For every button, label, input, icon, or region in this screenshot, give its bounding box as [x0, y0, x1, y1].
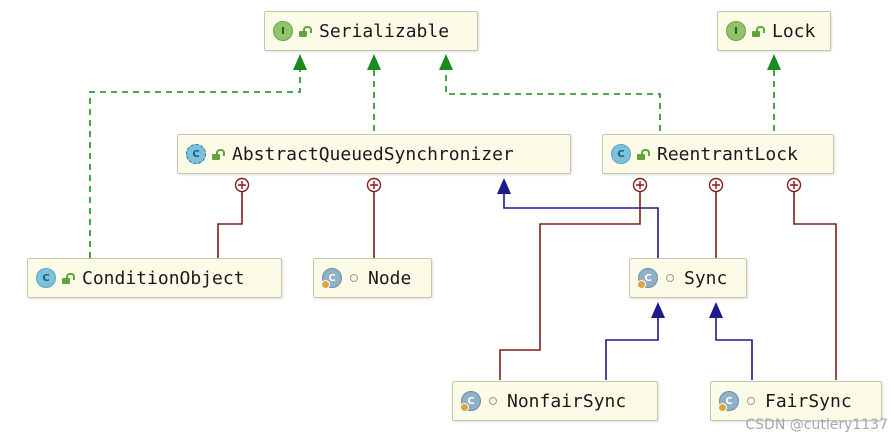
node-reentrant-lock-label: ReentrantLock [657, 143, 798, 165]
node-sync-label: Sync [684, 267, 728, 289]
node-fair-sync-label: FairSync [765, 390, 852, 412]
static-class-icon: C [718, 391, 739, 412]
arrowhead-serializable-left [293, 54, 307, 70]
node-aqs-label: AbstractQueuedSynchronizer [232, 143, 514, 165]
watermark: CSDN @cutlery1137 [745, 417, 888, 433]
public-visibility-icon [299, 25, 312, 37]
class-icon: C [36, 268, 56, 288]
interface-icon: I [273, 21, 293, 41]
inner-class-marker-reentrantlock-right [786, 177, 802, 193]
static-class-icon: C [321, 268, 342, 289]
node-serializable-label: Serializable [319, 20, 450, 42]
static-abstract-class-icon: C [637, 268, 658, 289]
class-icon: C [611, 144, 631, 164]
node-fair-sync[interactable]: C FairSync [710, 381, 882, 421]
edge-fairsync-extends-sync [715, 318, 753, 380]
arrowhead-aqs [497, 178, 511, 194]
node-node[interactable]: C Node [313, 258, 432, 298]
edge-fairsync-inner-of-reentrantlock [793, 192, 837, 380]
node-sync[interactable]: C Sync [629, 258, 747, 298]
edge-sync-extends-aqs [503, 194, 659, 258]
node-condition-object-label: ConditionObject [82, 267, 245, 289]
node-lock[interactable]: I Lock [717, 11, 831, 51]
node-nonfair-sync-label: NonfairSync [507, 390, 627, 412]
arrowhead-sync-left [651, 302, 665, 318]
edge-conditionobject-inner-of-aqs [217, 192, 243, 258]
public-visibility-icon [212, 148, 225, 160]
edge-nonfairsync-extends-sync [605, 318, 659, 380]
inner-class-marker-aqs-right [366, 177, 382, 193]
package-visibility-icon [666, 274, 674, 282]
inner-class-marker-aqs-left [234, 177, 250, 193]
arrowhead-serializable-middle [367, 54, 381, 70]
inner-class-marker-reentrantlock-left [632, 177, 648, 193]
interface-icon: I [726, 21, 746, 41]
package-visibility-icon [747, 397, 755, 405]
package-visibility-icon [489, 397, 497, 405]
node-abstract-queued-synchronizer[interactable]: C AbstractQueuedSynchronizer [177, 134, 571, 174]
edge-conditionobject-implements-serializable [89, 56, 301, 258]
abstract-class-icon: C [186, 144, 206, 164]
node-nonfair-sync[interactable]: C NonfairSync [452, 381, 658, 421]
public-visibility-icon [752, 25, 765, 37]
static-class-icon: C [460, 391, 481, 412]
node-lock-label: Lock [772, 20, 816, 42]
arrowhead-lock [767, 54, 781, 70]
node-reentrant-lock[interactable]: C ReentrantLock [602, 134, 834, 174]
package-visibility-icon [350, 274, 358, 282]
node-serializable[interactable]: I Serializable [264, 11, 478, 51]
public-visibility-icon [62, 272, 75, 284]
node-condition-object[interactable]: C ConditionObject [27, 258, 282, 298]
node-node-label: Node [368, 267, 412, 289]
edge-nonfairsync-inner-of-reentrantlock [499, 192, 641, 380]
edge-reentrantlock-implements-serializable [445, 70, 661, 131]
public-visibility-icon [637, 148, 650, 160]
arrowhead-serializable-right [439, 54, 453, 70]
arrowhead-sync-right [709, 302, 723, 318]
inner-class-marker-reentrantlock-middle [708, 177, 724, 193]
